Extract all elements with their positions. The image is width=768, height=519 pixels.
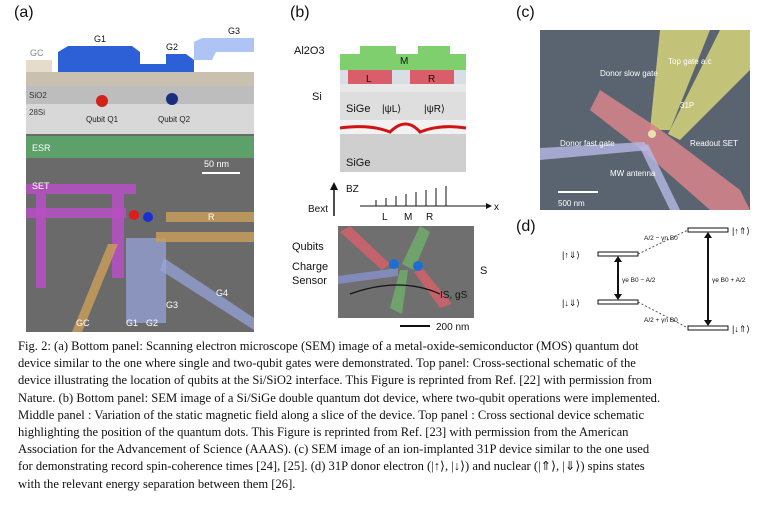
panel-a-label: (a): [14, 4, 34, 21]
caption-line: device illustrating the location of qubi…: [18, 373, 652, 388]
qubit-q1-label: Qubit Q1: [86, 115, 119, 124]
transition-top: A/2 − γn B0: [644, 235, 678, 242]
gate-label-g1: G1: [94, 34, 106, 44]
sem-label-charge: Charge: [292, 261, 328, 273]
sem-label-s: S: [480, 265, 487, 277]
field-label-bz: BZ: [346, 184, 359, 195]
caption-line: with the relevant energy separation betw…: [18, 476, 296, 491]
caption-line: device similar to the one where single a…: [18, 356, 636, 371]
caption-line: Association for the Advancement of Scien…: [18, 442, 650, 457]
gate-label-l: L: [366, 74, 372, 85]
annot-mw-antenna: MW antenna: [610, 169, 656, 178]
transition-left: γe B0 − A/2: [622, 277, 656, 284]
panel-d-label: (d): [516, 218, 536, 235]
caption-line: for demonstrating record spin-coherence …: [18, 459, 645, 474]
field-label-r: R: [426, 212, 433, 223]
field-label-l: L: [382, 212, 388, 223]
annot-donor-slow-gate: Donor slow gate: [600, 69, 658, 78]
panel-a-figure: G1 G2 G3 GC SiO2 28Si Qubit Q1 Qubit Q2 …: [26, 26, 254, 332]
state-down-up-nuc: |↓⇑⟩: [732, 324, 750, 334]
sem-label-esr: ESR: [32, 143, 51, 153]
layer-label-si: Si: [312, 91, 322, 103]
caption-line: Middle panel : Variation of the static m…: [18, 407, 645, 422]
gate-label-m: M: [400, 56, 408, 67]
caption-line: highlighting the position of the quantum…: [18, 425, 629, 440]
sem-label-g4: G4: [216, 288, 228, 298]
sem-label-qubits: Qubits: [292, 241, 324, 253]
state-up-up-nuc: |↑⇑⟩: [732, 226, 750, 236]
field-label-x: x: [494, 202, 499, 213]
layer-label-sige-top: SiGe: [346, 103, 370, 115]
sem-label-g1: G1: [126, 318, 138, 328]
gate-label-g2: G2: [166, 42, 178, 52]
annot-donor-fast-gate: Donor fast gate: [560, 139, 615, 148]
panel-b-label: (b): [290, 4, 310, 21]
scale-bar-c: 500 nm: [558, 199, 585, 208]
field-label-bext: Bext: [308, 204, 328, 215]
panel-d-figure: |↑⇓⟩ |↑⇑⟩ |↓⇓⟩ |↓⇑⟩ A/2 − γn B0 γe B0 − …: [562, 226, 750, 334]
sem-label-gc: GC: [76, 318, 90, 328]
state-down-down-nuc: |↓⇓⟩: [562, 298, 580, 308]
sem-label-sensor: Sensor: [292, 275, 327, 287]
sem-label-g3: G3: [166, 300, 178, 310]
gate-label-g3: G3: [228, 26, 240, 36]
annot-top-gate: Top gate a.c: [668, 57, 712, 66]
qubit-q2-label: Qubit Q2: [158, 115, 191, 124]
qubit-q2-icon: [166, 93, 178, 105]
figure-caption: Fig. 2: (a) Bottom panel: Scanning elect…: [18, 338, 754, 493]
sem-label-r: R: [208, 212, 215, 222]
panel-b-figure: Al2O3 Si SiGe SiGe M L R |ψL⟩ |ψR⟩ Bext …: [292, 45, 499, 333]
qubit-q1-icon: [96, 95, 108, 107]
wavefunction-left: |ψL⟩: [382, 104, 401, 115]
field-label-m: M: [404, 212, 412, 223]
layer-label-sio2: SiO2: [29, 91, 47, 100]
sem-label-g2: G2: [146, 318, 158, 328]
scale-bar-b: 200 nm: [436, 322, 469, 333]
scale-bar-a: 50 nm: [204, 159, 229, 169]
layer-label-sige-bottom: SiGe: [346, 157, 370, 169]
annot-readout-set: Readout SET: [690, 139, 738, 148]
caption-line: Nature. (b) Bottom panel: SEM image of a…: [18, 390, 661, 405]
wavefunction-right: |ψR⟩: [424, 104, 445, 115]
gate-label-r: R: [428, 74, 435, 85]
state-up-down-nuc: |↑⇓⟩: [562, 250, 580, 260]
panel-c-label: (c): [516, 4, 535, 21]
gate-label-gc: GC: [30, 48, 44, 58]
layer-label-si: 28Si: [29, 108, 45, 117]
layer-label-al2o3: Al2O3: [294, 45, 325, 57]
sem-label-is-gs: IS, gS: [440, 290, 468, 301]
sem-label-set: SET: [32, 181, 50, 191]
panel-c-figure: Top gate a.c Donor slow gate 31P Donor f…: [540, 30, 750, 210]
annot-31p: 31P: [680, 101, 694, 110]
caption-line: Fig. 2: (a) Bottom panel: Scanning elect…: [18, 339, 639, 353]
transition-bottom: A/2 + γn B0: [644, 317, 678, 324]
transition-right: γe B0 + A/2: [712, 277, 746, 284]
